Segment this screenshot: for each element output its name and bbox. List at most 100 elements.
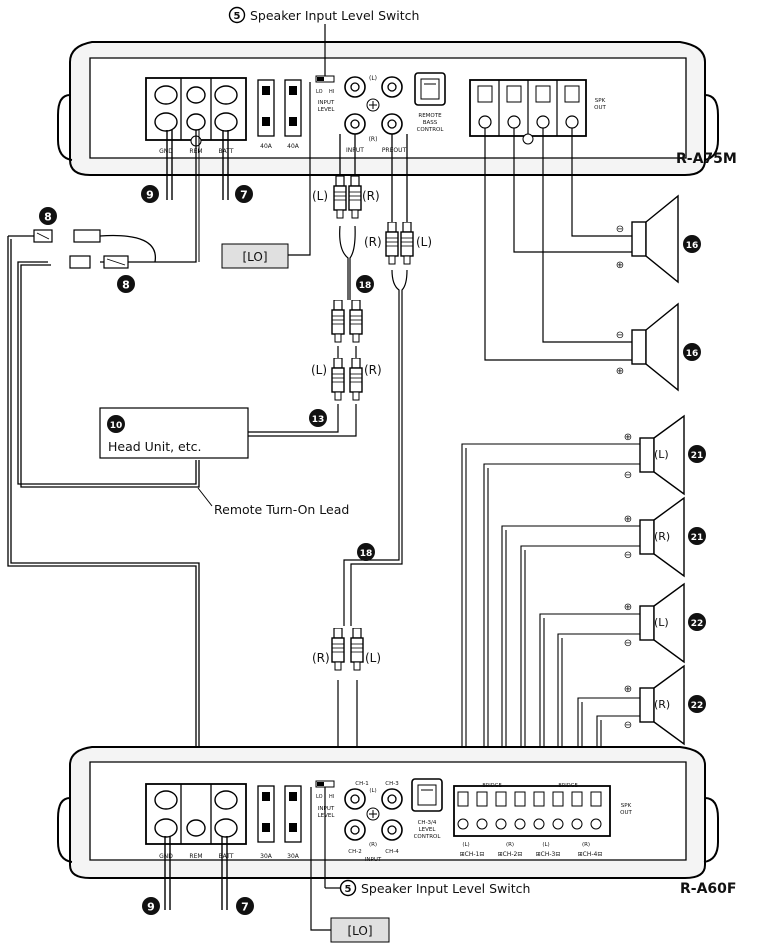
badge-10: 10 (107, 415, 125, 433)
amp-top: GND REM BATT 40A 40A LO HI INPUT LEVEL (57, 41, 719, 176)
fuses-top: 40A 40A (257, 79, 302, 150)
speaker-bottom-2: (R) ⊕ ⊖ (624, 496, 685, 578)
rca-plug (331, 300, 345, 343)
spk-ch3-label: ⊞CH-3⊟ (536, 851, 561, 858)
rca-ch4-label: CH-4 (385, 849, 399, 855)
speaker-bottom-3: (L) ⊕ ⊖ (624, 582, 685, 664)
badge-21-b-text: 21 (691, 533, 704, 543)
lo-box-top: [LO] (221, 82, 311, 269)
model-top: R-A75M (676, 151, 737, 167)
callout-switch-text-bottom: Speaker Input Level Switch (361, 881, 530, 896)
level-label-3: CONTROL (414, 834, 442, 840)
badge-9-bottom: 9 (142, 897, 160, 915)
badge-9-top: 9 (141, 185, 159, 203)
switch-name-1-b: INPUT (318, 806, 335, 812)
rca-ch1-label: CH-1 (355, 781, 368, 787)
level-control-port: CH-3/4 LEVEL CONTROL (411, 778, 443, 840)
speaker-minus: ⊖ (624, 638, 632, 649)
remote-bass-port: REMOTE BASS CONTROL (414, 72, 446, 133)
spk-ch-r-1: (R) (506, 842, 514, 848)
badge-22-a: 22 (688, 613, 706, 631)
speaker-minus: ⊖ (624, 470, 632, 481)
speaker-bottom-3-label: (L) (654, 616, 669, 629)
model-bottom: R-A60F (680, 881, 736, 897)
spk-label-1-b: SPK (621, 803, 632, 809)
rca-plug (350, 628, 364, 671)
callout-5-top: 5 (234, 11, 241, 22)
rca-r-label: (R) (369, 136, 378, 143)
callout-switch-bottom: 5 Speaker Input Level Switch [LO] (310, 787, 530, 943)
badge-10-text: 10 (110, 421, 123, 431)
speaker-plus: ⊕ (616, 366, 624, 377)
badge-8-lower: 8 (117, 275, 135, 293)
rca-plug (349, 300, 363, 343)
rca-input-label-b: INPUT (365, 857, 382, 863)
speaker-bottom-4-label: (R) (654, 698, 670, 711)
speaker-minus: ⊖ (616, 330, 624, 341)
rca-ch2-label: CH-2 (348, 849, 361, 855)
bridge-label-1: BRIDGE (482, 783, 501, 789)
speaker-minus: ⊖ (624, 720, 632, 731)
rca-r-label-b: (R) (369, 842, 377, 848)
speaker-bottom-2-label: (R) (654, 530, 670, 543)
rca-label-r-3: (R) (364, 363, 382, 377)
level-label-2: LEVEL (419, 827, 437, 833)
badge-16-a: 16 (683, 235, 701, 253)
rca-label-r-2: (R) (364, 235, 382, 249)
badge-8-top-text: 8 (44, 211, 52, 224)
spk-label-2-b: OUT (620, 810, 632, 816)
rca-label-l-4: (L) (365, 651, 381, 665)
badge-18-top: 18 (356, 275, 374, 293)
badge-18-mid: 18 (357, 543, 375, 561)
rca-plug (331, 628, 345, 671)
speaker-plus: ⊕ (616, 260, 624, 271)
speaker-top-2: ⊖ ⊕ (616, 302, 679, 392)
remote-label-1: REMOTE (418, 113, 442, 119)
rca-label-l-2: (L) (416, 235, 432, 249)
rca-plug (333, 176, 347, 219)
badge-7-bottom: 7 (236, 897, 254, 915)
switch-name-2: LEVEL (318, 107, 336, 113)
rca-jacks-bottom: CH-1 CH-3 (L) (R) CH-2 CH-4 INPUT (344, 781, 403, 863)
rca-plug (348, 176, 362, 219)
rca-label-r-4: (R) (312, 651, 330, 665)
badge-21-a: 21 (688, 445, 706, 463)
spk-ch-l-2: (L) (542, 842, 549, 848)
fuse-1-label-b: 30A (260, 853, 273, 860)
speaker-plus: ⊕ (624, 432, 632, 443)
number-badges: 9 7 8 8 18 10 13 18 (39, 185, 706, 915)
rca-plug (331, 358, 345, 401)
spk-ch4-label: ⊞CH-4⊟ (578, 851, 603, 858)
speaker-plus: ⊕ (624, 602, 632, 613)
remote-lead-label: Remote Turn-On Lead (214, 502, 349, 517)
top-speaker-wires (484, 128, 632, 361)
rca-l-label: (L) (369, 75, 377, 82)
speaker-minus: ⊖ (616, 224, 624, 235)
fuse-1-label: 40A (260, 143, 273, 150)
connector-8-upper (33, 229, 101, 243)
rca-plug (400, 222, 414, 265)
switch-lo-label-b: LO (316, 794, 323, 800)
speaker-top-1: ⊖ ⊕ (616, 194, 679, 284)
badge-18-mid-text: 18 (360, 549, 373, 559)
head-unit-label: Head Unit, etc. (108, 439, 202, 454)
terminal-batt-label: BATT (219, 148, 234, 155)
badge-22-b: 22 (688, 695, 706, 713)
spk-label-1: SPK (595, 98, 606, 104)
badge-16-b-text: 16 (686, 349, 699, 359)
switch-name-2-b: LEVEL (318, 813, 336, 819)
badge-7-bottom-text: 7 (241, 901, 249, 914)
terminal-rem-label-b: REM (189, 853, 202, 860)
amp-bottom: GND REM BATT 30A 30A LO HI INPUT LEVEL (57, 746, 719, 879)
badge-21-a-text: 21 (691, 451, 704, 461)
rca-label-l-1: (L) (312, 189, 328, 203)
rca-l-label-b: (L) (369, 788, 376, 794)
speaker-minus: ⊖ (624, 550, 632, 561)
spk-ch1-label: ⊞CH-1⊟ (460, 851, 485, 858)
callout-switch-top: 5 Speaker Input Level Switch (228, 6, 419, 76)
head-unit-box: Head Unit, etc. (99, 407, 249, 459)
badge-7-top: 7 (235, 185, 253, 203)
switch-lo-label: LO (316, 89, 323, 95)
terminal-gnd-label: GND (159, 148, 173, 155)
